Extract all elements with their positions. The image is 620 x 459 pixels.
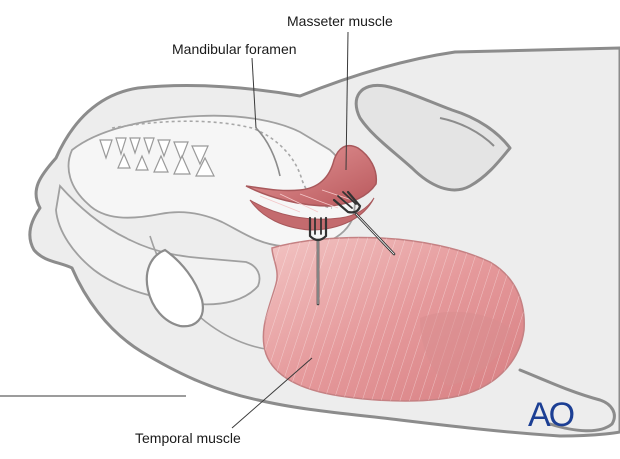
leader-lines xyxy=(0,31,349,429)
leader-masseter xyxy=(345,31,349,171)
ao-logo: AO xyxy=(528,396,575,434)
label-masseter-muscle: Masseter muscle xyxy=(287,13,393,29)
masseter-muscle xyxy=(245,144,378,231)
leader-temporal xyxy=(231,357,313,429)
leader-mandibular xyxy=(251,57,257,129)
label-temporal-muscle: Temporal muscle xyxy=(135,430,241,446)
retractor-instruments xyxy=(308,190,396,306)
label-mandibular-foramen: Mandibular foramen xyxy=(172,41,297,57)
temporal-muscle xyxy=(262,236,525,402)
